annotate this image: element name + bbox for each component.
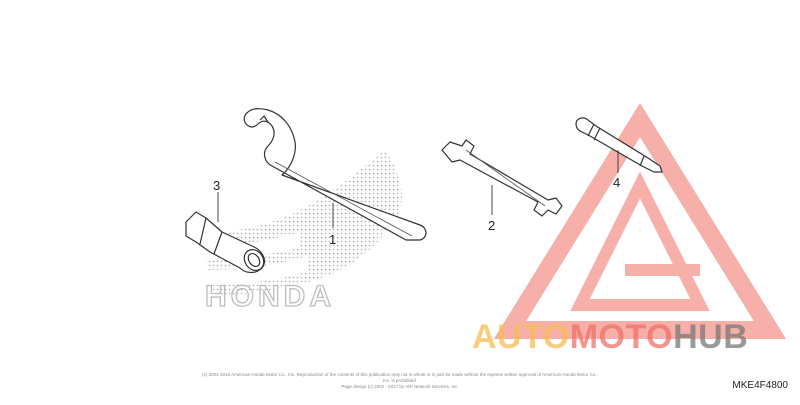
watermark-triangle-logo <box>493 102 787 339</box>
callout-3: 3 <box>213 178 220 193</box>
callout-2: 2 <box>488 218 495 233</box>
honda-wordmark: HONDA <box>205 280 335 313</box>
leader-lines <box>217 150 619 228</box>
copyright-notice: (c) 2002-2019 American Honda Motor Co., … <box>200 372 600 390</box>
copyright-line-1: (c) 2002-2019 American Honda Motor Co., … <box>202 372 598 383</box>
hook-spanner-part <box>243 108 427 241</box>
tool-pin-part <box>575 117 663 173</box>
open-wrench-part <box>441 139 563 217</box>
watermark-part-hub: HUB <box>673 318 749 356</box>
watermark-part-auto: AUTO <box>472 318 570 356</box>
watermark-part-moto: MOTO <box>569 318 674 356</box>
watermark-text: AUTOMOTOHUB <box>472 318 748 357</box>
copyright-line-2: Page design (c) 2002 - 2017 by ARI Netwo… <box>341 384 459 389</box>
callout-4: 4 <box>613 175 620 190</box>
plug-wrench-part <box>185 211 265 274</box>
callout-1: 1 <box>329 232 336 247</box>
diagram-code: MKE4F4800 <box>732 380 788 391</box>
honda-wing-logo: HONDA <box>204 150 402 314</box>
